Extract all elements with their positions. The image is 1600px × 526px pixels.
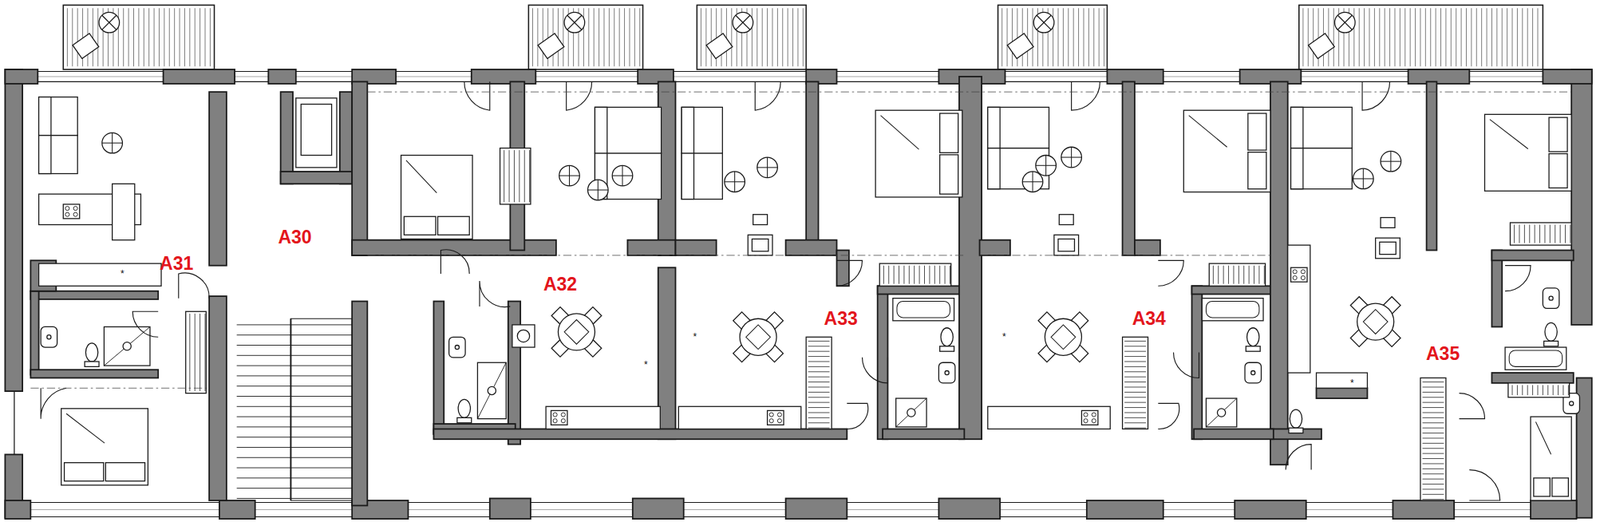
unit-label: A32	[543, 274, 577, 293]
unit-label: A35	[1426, 343, 1460, 363]
wall	[4, 69, 1592, 519]
appliance-mark: *	[1350, 378, 1355, 388]
staircase	[237, 318, 352, 501]
appliance-mark: *	[120, 268, 125, 279]
furniture	[39, 97, 1581, 501]
elevator-car	[296, 98, 337, 168]
unit-label: A34	[1132, 309, 1166, 328]
appliance-mark: *	[1002, 331, 1007, 342]
door-swing	[40, 81, 1531, 501]
window-line	[7, 71, 1593, 518]
unit-label: A30	[277, 227, 312, 246]
unit-label: A31	[159, 254, 194, 273]
unit-label: A33	[824, 309, 858, 328]
ceiling-line	[30, 91, 1572, 388]
appliance-mark: *	[692, 331, 697, 342]
balcony	[63, 4, 1543, 70]
appliance-mark: *	[643, 359, 648, 370]
